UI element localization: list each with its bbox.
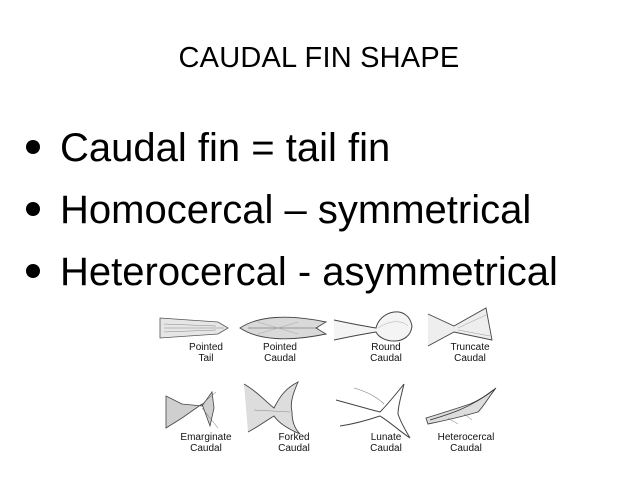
truncate-caudal-illustration xyxy=(427,307,493,347)
pointed-caudal-label-line1: Pointed xyxy=(263,342,297,353)
slide-title: CAUDAL FIN SHAPE xyxy=(178,42,460,74)
bullet-item: Heterocercal - asymmetrical xyxy=(26,248,558,310)
lunate-caudal-illustration xyxy=(335,383,411,439)
bullet-item: Caudal fin = tail fin xyxy=(26,124,558,186)
bullet-text: Heterocercal - asymmetrical xyxy=(60,250,558,294)
forked-caudal-label-line2: Caudal xyxy=(278,443,310,454)
lunate-caudal-label-line1: Lunate xyxy=(371,432,402,443)
truncate-caudal-label-line1: Truncate xyxy=(450,342,490,353)
forked-caudal-illustration xyxy=(243,381,301,435)
bullet-dot-icon xyxy=(26,264,40,278)
pointed-caudal-label-line2: Caudal xyxy=(264,353,296,364)
pointed-tail-label-line2: Tail xyxy=(198,353,213,364)
heterocercal-caudal-label-line1: Heterocercal xyxy=(438,432,495,443)
bullet-text: Caudal fin = tail fin xyxy=(60,126,391,170)
truncate-caudal-label-line2: Caudal xyxy=(454,353,486,364)
bullet-text: Homocercal – symmetrical xyxy=(60,188,532,232)
bullet-item: Homocercal – symmetrical xyxy=(26,186,558,248)
heterocercal-caudal-illustration xyxy=(425,387,497,425)
round-caudal-label-line2: Caudal xyxy=(370,353,402,364)
pointed-caudal-illustration xyxy=(239,316,328,340)
heterocercal-caudal-label-line2: Caudal xyxy=(450,443,482,454)
caudal-fin-shapes-figure: Pointed Tail Pointed Caudal Round Caudal… xyxy=(158,300,508,460)
bullet-list: Caudal fin = tail fin Homocercal – symme… xyxy=(26,124,558,310)
round-caudal-illustration xyxy=(333,311,413,342)
forked-caudal-label-line1: Forked xyxy=(278,432,309,443)
pointed-tail-illustration xyxy=(159,317,229,339)
round-caudal-label-line1: Round xyxy=(371,342,400,353)
bullet-dot-icon xyxy=(26,140,40,154)
lunate-caudal-label-line2: Caudal xyxy=(370,443,402,454)
emarginate-caudal-illustration xyxy=(165,390,219,429)
emarginate-caudal-label-line1: Emarginate xyxy=(180,432,232,443)
pointed-tail-label-line1: Pointed xyxy=(189,342,223,353)
bullet-dot-icon xyxy=(26,202,40,216)
emarginate-caudal-label-line2: Caudal xyxy=(190,443,222,454)
